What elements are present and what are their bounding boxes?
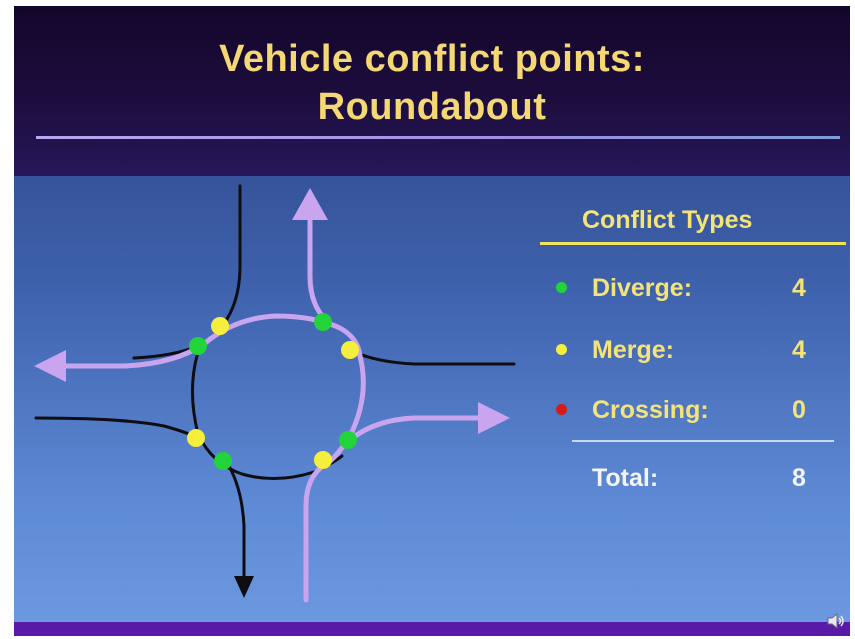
black-vehicle-paths [34, 184, 516, 580]
merge-point [211, 317, 229, 335]
purple-path-west-exit [59, 341, 207, 369]
title-divider [36, 136, 840, 139]
legend-label-merge: Merge: [592, 336, 674, 364]
purple-vehicle-paths [59, 215, 485, 603]
diverge-point [214, 452, 232, 470]
legend-count-crossing: 0 [792, 396, 806, 424]
legend-label-diverge: Diverge: [592, 274, 693, 302]
merge-point [341, 341, 359, 359]
merge-bullet [556, 344, 567, 355]
black-path-west-entry [34, 416, 200, 440]
diverge-point [189, 337, 207, 355]
black-path-south-exit [224, 459, 246, 580]
legend-underline [540, 242, 846, 245]
slide: Vehicle conflict points: Roundabout [14, 6, 850, 636]
title-line-2: Roundabout [317, 86, 547, 128]
total-value: 8 [792, 464, 806, 492]
legend-label-crossing: Crossing: [592, 396, 709, 424]
purple-arrowhead-west [34, 350, 66, 382]
title-line-1: Vehicle conflict points: [219, 38, 645, 80]
diverge-point [314, 313, 332, 331]
purple-path-east-exit [347, 415, 485, 443]
purple-arrowhead-east [478, 402, 510, 434]
black-path-east-exit [348, 348, 516, 366]
total-divider [572, 440, 834, 442]
speaker-icon[interactable] [826, 612, 846, 630]
footer-bar [14, 622, 850, 636]
diverge-point [339, 431, 357, 449]
merge-point [314, 451, 332, 469]
crossing-bullet [556, 404, 567, 415]
diverge-bullet [556, 282, 567, 293]
black-arrowhead-south [234, 576, 254, 598]
title-band [14, 6, 850, 176]
purple-path-circle-top [201, 313, 363, 359]
legend-count-merge: 4 [792, 336, 806, 364]
purple-path-south-entry [303, 461, 329, 603]
conflict-points [187, 313, 359, 470]
legend-heading: Conflict Types [582, 206, 753, 234]
legend-count-diverge: 4 [792, 274, 806, 302]
purple-arrowhead-north [292, 188, 328, 220]
total-label: Total: [592, 464, 659, 492]
purple-path-north-exit [307, 215, 331, 325]
roundabout-diagram [34, 184, 516, 603]
merge-point [187, 429, 205, 447]
